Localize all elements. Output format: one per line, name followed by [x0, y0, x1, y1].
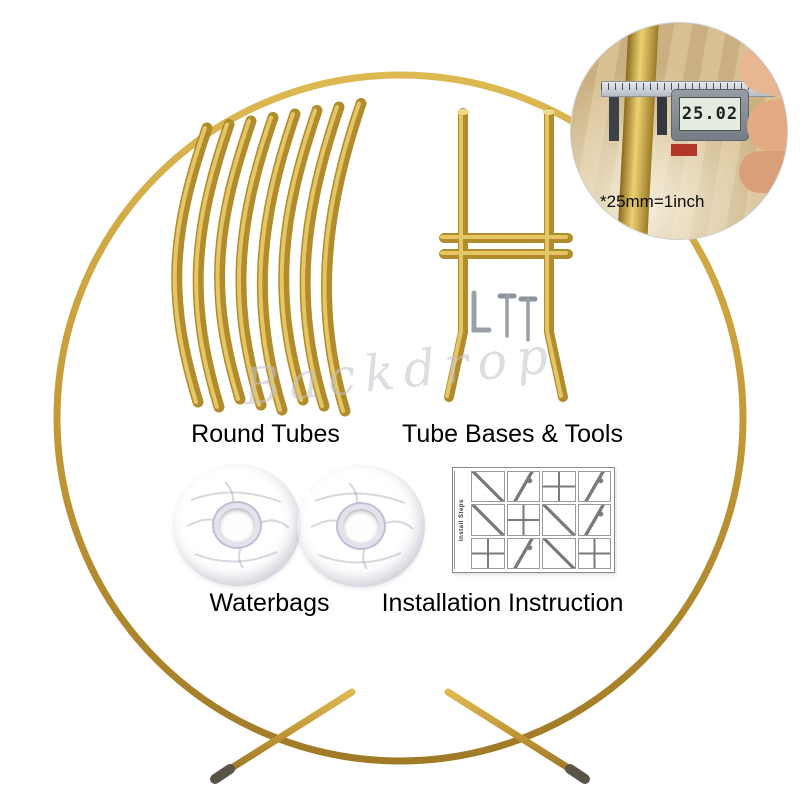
screw-icons [497, 293, 538, 342]
hand-finger [743, 94, 787, 156]
waterbag-hole [343, 509, 379, 543]
stand-right-leg [444, 688, 590, 784]
hand-finger [739, 151, 787, 193]
installation-instruction-sheet: Install Steps [452, 467, 615, 573]
caliper-red-label [671, 144, 697, 156]
waterbag-wrinkles [310, 482, 414, 570]
caliper-display: 25.02 [679, 97, 741, 131]
diagram-cell [506, 504, 540, 536]
diagram-cell [506, 471, 540, 503]
caliper-sliding-jaw [657, 97, 667, 135]
arch-ring [53, 71, 747, 765]
measurement-note: *25mm=1inch [600, 192, 705, 211]
installation-label: Installation Instruction [381, 589, 624, 617]
allen-wrench-icon [471, 290, 492, 333]
waterbag-hole [219, 508, 255, 542]
caliper-fixed-jaw [609, 97, 619, 141]
tube-bases-label: Tube Bases & Tools [402, 420, 623, 448]
diagram-cell [577, 471, 611, 503]
diagram-cell [542, 471, 576, 503]
diagram-cell [471, 537, 505, 569]
sheet-diagram-grid [471, 471, 611, 569]
waterbag [173, 464, 301, 586]
sheet-side-label: Install Steps [454, 471, 469, 569]
diagram-cell [542, 537, 576, 569]
tube-base-frame [439, 108, 573, 402]
diagram-cell [577, 504, 611, 536]
caliper-scale-ticks [601, 83, 787, 90]
round-tubes-label: Round Tubes [191, 420, 340, 448]
diagram-cell [471, 504, 505, 536]
diagram-cell [506, 537, 540, 569]
diagram-cell [577, 537, 611, 569]
waterbag-wrinkles [186, 481, 290, 569]
waterbags-label: Waterbags [209, 589, 330, 617]
measurement-inset-photo: 25.02 [570, 22, 788, 240]
waterbag [297, 465, 425, 587]
diagram-cell [471, 471, 505, 503]
diagram-cell [542, 504, 576, 536]
stand-left-leg [210, 688, 356, 784]
round-tubes-bundle [171, 98, 367, 417]
